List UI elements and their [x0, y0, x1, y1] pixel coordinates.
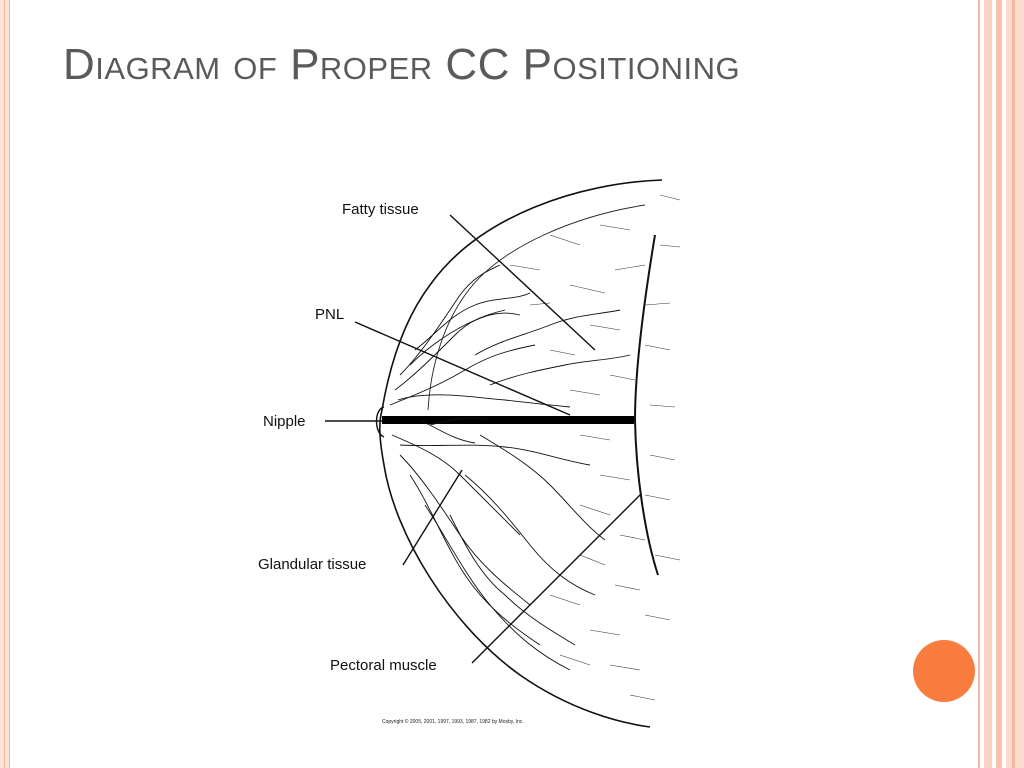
label-pnl: PNL [315, 306, 344, 323]
slide-title: Diagram of Proper CC Positioning [63, 40, 741, 89]
label-nipple: Nipple [263, 413, 306, 430]
glandular-tissue-pattern [389, 264, 631, 671]
leader-fatty-tissue [449, 214, 596, 351]
cc-positioning-diagram: Fatty tissue PNL Nipple Glandular tissue… [258, 179, 681, 728]
right-border-decoration [978, 0, 1024, 768]
label-pectoral-muscle: Pectoral muscle [330, 657, 437, 674]
leader-glandular-tissue [402, 469, 463, 566]
leader-pectoral-muscle [471, 494, 641, 664]
copyright-notice: Copyright © 2005, 2001, 1997, 1993, 1987… [382, 718, 524, 725]
inner-contour [427, 204, 646, 411]
breast-outline [379, 179, 663, 728]
label-glandular-tissue: Glandular tissue [258, 556, 366, 573]
accent-circle [913, 640, 975, 702]
pnl-bar [382, 416, 634, 424]
pectoral-muscle-edge [633, 234, 659, 576]
left-border-decoration [0, 0, 10, 768]
fatty-tissue-pattern [509, 194, 681, 701]
leader-pnl [354, 321, 571, 416]
label-fatty-tissue: Fatty tissue [342, 201, 419, 218]
